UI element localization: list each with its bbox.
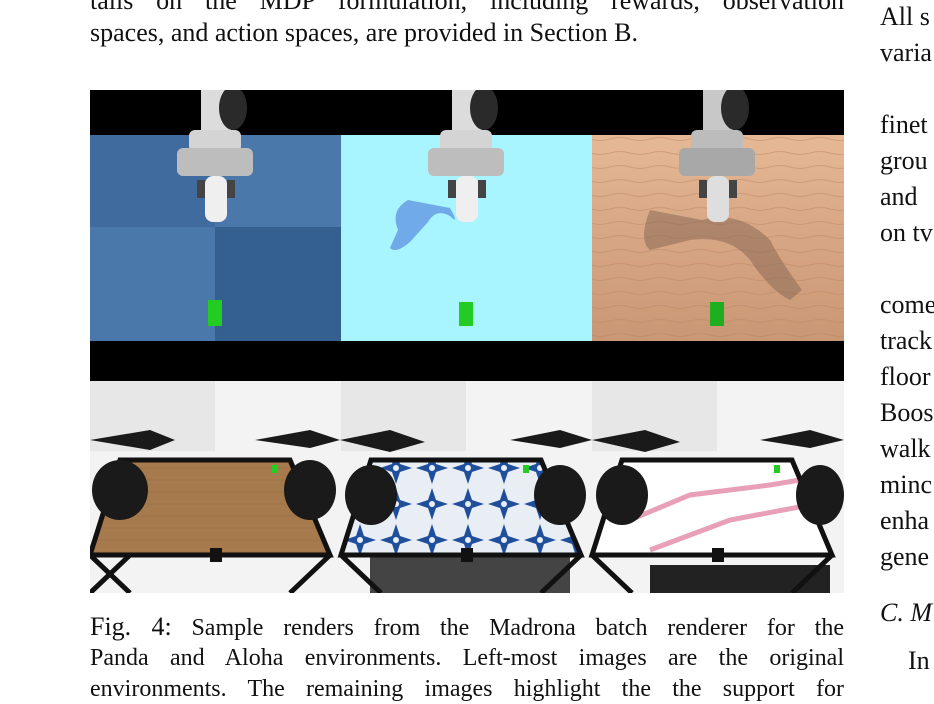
right-col-line: enha xyxy=(880,506,930,535)
caption-text: Sample renders from the Madrona batch re… xyxy=(191,615,844,641)
green-cube xyxy=(208,300,222,326)
right-col-line: and xyxy=(880,182,918,211)
right-col-line: finet xyxy=(880,110,928,139)
green-cube xyxy=(710,302,724,326)
right-col-line: Boos xyxy=(880,398,934,427)
black-block xyxy=(461,548,473,562)
figure-4-render-grid xyxy=(90,90,844,593)
right-col-line: varia xyxy=(880,38,932,67)
right-col-line: gene xyxy=(880,542,930,571)
right-col-line: on tv xyxy=(880,218,933,247)
figure-caption-line-1: Fig. 4: Sample renders from the Madrona … xyxy=(90,612,844,643)
right-col-line: come xyxy=(880,290,934,319)
panda-gripper-3 xyxy=(679,90,755,222)
right-col-line: track xyxy=(880,326,932,355)
green-cube xyxy=(459,302,473,326)
panda-render-row xyxy=(90,90,844,381)
panda-gripper-1 xyxy=(177,90,253,222)
green-cube xyxy=(272,465,278,473)
aloha-render-variant-tiles xyxy=(341,460,581,555)
aloha-render-row xyxy=(90,381,844,593)
black-block xyxy=(210,548,222,562)
green-cube xyxy=(774,465,780,473)
body-text-line-partial: tails on the MDP formulation, including … xyxy=(90,0,844,15)
right-col-line: walk xyxy=(880,434,931,463)
panda-gripper-2 xyxy=(428,90,504,222)
green-cube xyxy=(523,465,529,473)
right-col-line: grou xyxy=(880,146,928,175)
figure-caption-line-2: Panda and Aloha environments. Left-most … xyxy=(90,645,844,671)
figure-label: Fig. 4: xyxy=(90,612,172,641)
figure-caption-line-3-partial: environments. The remaining images highl… xyxy=(90,676,844,702)
right-col-line: In xyxy=(908,646,930,675)
right-col-line: floor xyxy=(880,362,931,391)
right-col-line: minc xyxy=(880,470,932,499)
black-block xyxy=(712,548,724,562)
section-heading-partial: C. M xyxy=(880,598,932,627)
right-col-line: All s xyxy=(880,2,930,31)
aloha-render-original xyxy=(90,460,330,555)
body-text-line: spaces, and action spaces, are provided … xyxy=(90,18,638,47)
